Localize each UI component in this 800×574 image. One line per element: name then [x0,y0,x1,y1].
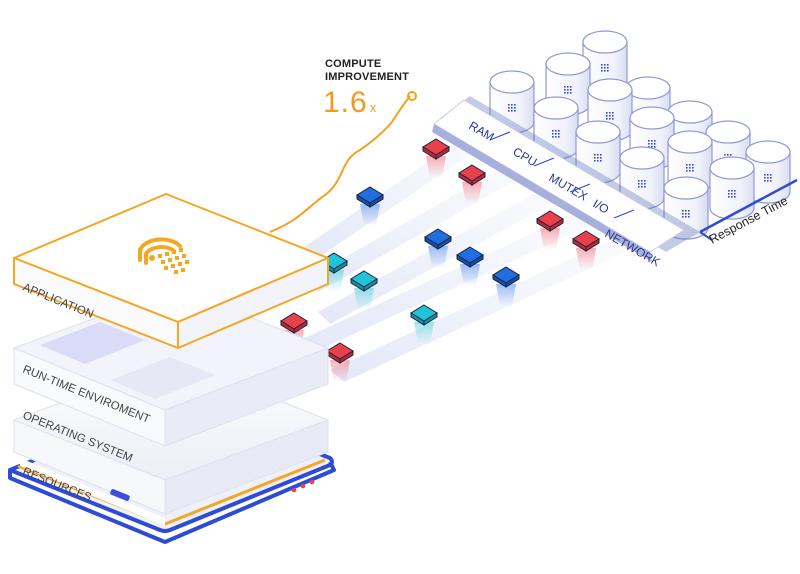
database-cylinder [619,146,665,210]
database-cylinder [745,140,791,204]
server-logo-icon [138,237,189,274]
database-cylinder [575,120,621,184]
data-packet [356,186,384,226]
compute-trend [269,91,417,233]
data-packet [424,228,452,268]
panel-divider [569,183,591,193]
compute-label-line2: IMPROVEMENT [325,71,410,83]
resources-status-dots [291,479,315,493]
panel-divider [533,157,555,167]
beam-io [300,210,598,352]
data-packet [326,342,354,382]
trend-endpoint [407,91,417,101]
panel-divider [613,209,635,219]
panel-item-label: I/O [591,196,612,216]
data-packet [536,210,564,250]
panel-divider [489,131,511,141]
trend-line [269,95,411,233]
database-cylinder [709,156,755,220]
compute-value-unit: x [369,100,378,115]
application-layer: APPLICATION [13,193,329,349]
data-packet [422,138,450,178]
compute-label-line1: COMPUTE [325,58,382,70]
compute-improvement-label: COMPUTE IMPROVEMENT [325,58,409,84]
compute-value-number: 1.6 [323,86,368,119]
data-packets [220,138,600,398]
data-packet [456,246,484,286]
beam-network [330,238,630,382]
data-packet [458,164,486,204]
software-stack: RESOURCES OPERATING SYSTEM RUN-TIME ENVI… [8,193,336,544]
data-packet [492,266,520,306]
data-packet [350,270,378,310]
data-packet [410,304,438,344]
data-packet [572,230,600,270]
database-grid [489,30,791,240]
